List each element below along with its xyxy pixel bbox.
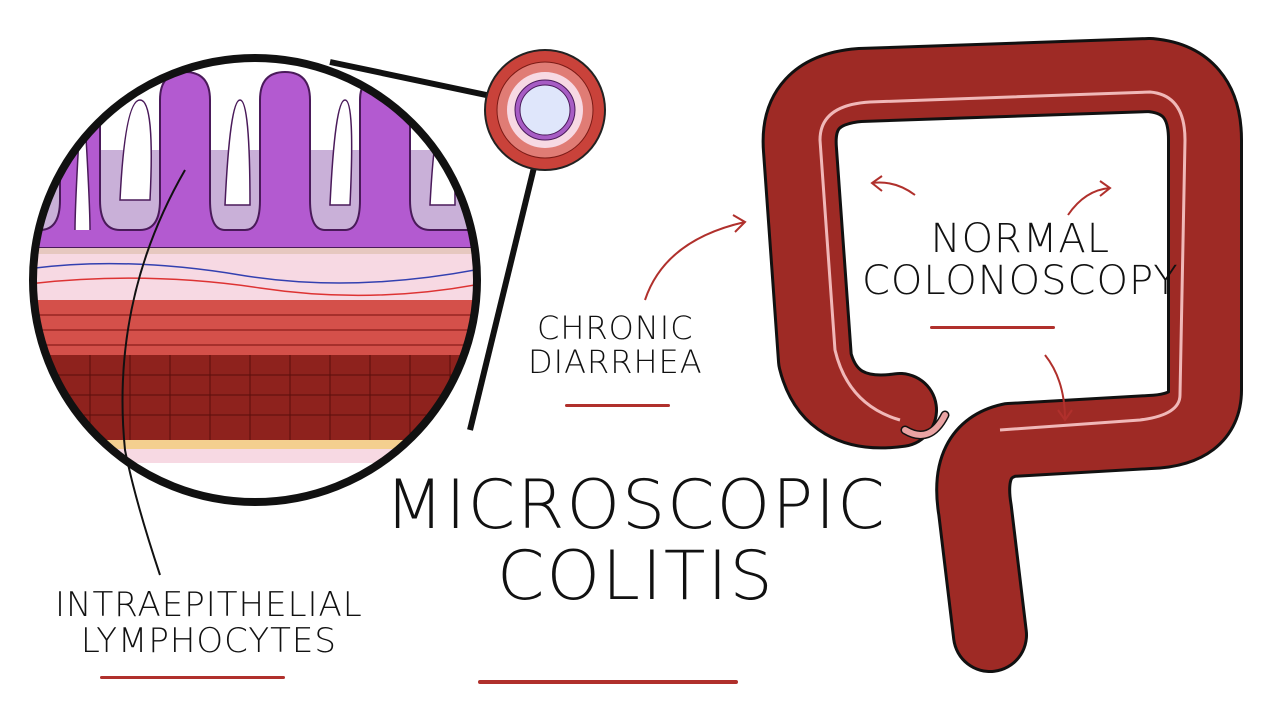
underline [565,404,670,407]
label-line: COLONOSCOPY [862,258,1179,304]
title-microscopic-colitis: MICROSCOPIC COLITIS [385,470,887,613]
underline [100,676,285,679]
lymphocyte-pointer [121,169,186,576]
colon [761,37,1243,673]
muscularis-outer [33,355,477,440]
label-line: LYMPHOCYTES [80,620,337,661]
arrows [644,175,1112,422]
label-line: DIARRHEA [528,342,703,381]
normal-colonoscopy-label: NORMAL COLONOSCOPY [862,218,1179,302]
label-line: INTRAEPITHELIAL [55,585,363,625]
title-line: MICROSCOPIC [385,466,887,545]
serosa [33,440,477,449]
label-line: CHRONIC [537,309,694,347]
intraepithelial-lymphocytes-label: INTRAEPITHELIAL LYMPHOCYTES [55,585,363,661]
magnified-mucosa [33,58,477,502]
colon-cross-section [484,49,606,171]
muscularis-inner [33,300,477,355]
magnifier-circle [29,54,481,506]
underline [930,326,1055,329]
label-line: NORMAL [930,216,1110,262]
underline [478,680,738,684]
title-line: COLITIS [496,537,775,617]
chronic-diarrhea-label: CHRONIC DIARRHEA [528,309,703,381]
